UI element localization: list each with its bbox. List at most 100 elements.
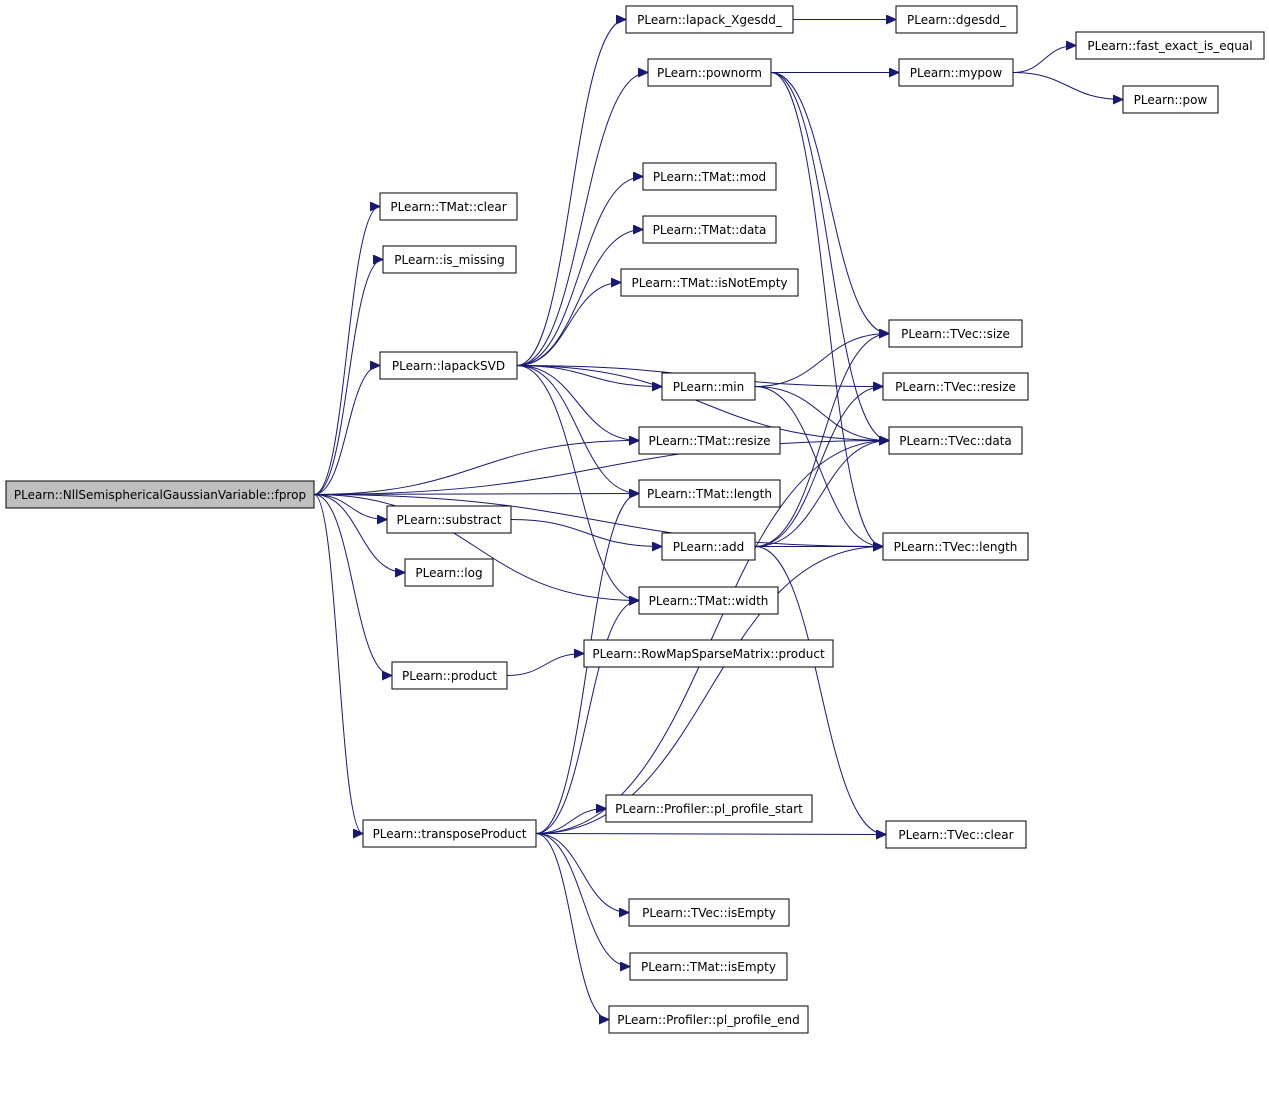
node-layer: PLearn::NllSemisphericalGaussianVariable… [5, 5, 1265, 1034]
node-pownorm[interactable]: PLearn::pownorm [647, 58, 772, 87]
node-box-is_missing [382, 245, 517, 274]
node-product[interactable]: PLearn::product [391, 661, 508, 690]
node-tmat_isEmpty[interactable]: PLearn::TMat::isEmpty [629, 952, 788, 981]
node-tvec_isEmpty[interactable]: PLearn::TVec::isEmpty [628, 898, 790, 927]
node-box-fast_exact_is_equal [1075, 31, 1265, 60]
node-label-tmat_width: PLearn::TMat::width [649, 594, 769, 608]
edge-lapackSVD-to-pownorm [516, 73, 648, 366]
edge-add-to-tvec_size [754, 334, 889, 547]
node-box-tvec_size [888, 319, 1023, 348]
node-label-fast_exact_is_equal: PLearn::fast_exact_is_equal [1087, 39, 1252, 53]
edge-transposeProduct-to-pl_profile_end [535, 833, 609, 1020]
node-label-tmat_length: PLearn::TMat::length [647, 487, 772, 501]
node-box-tmat_isEmpty [629, 952, 788, 981]
node-label-tvec_data: PLearn::TVec::data [899, 434, 1012, 448]
node-lapack_Xgesdd[interactable]: PLearn::lapack_Xgesdd_ [625, 5, 794, 34]
edge-lapackSVD-to-tmat_mod [516, 177, 643, 366]
node-box-tvec_data [888, 426, 1023, 455]
node-tvec_size[interactable]: PLearn::TVec::size [888, 319, 1023, 348]
node-box-substract [386, 505, 512, 534]
node-label-tmat_isEmpty: PLearn::TMat::isEmpty [641, 960, 776, 974]
edge-fprop-to-tvec_data [313, 441, 889, 495]
node-lapackSVD[interactable]: PLearn::lapackSVD [379, 351, 518, 380]
edge-add-to-tvec_data [754, 441, 889, 547]
edge-fprop-to-tvec_length [313, 494, 883, 547]
node-label-pl_profile_start: PLearn::Profiler::pl_profile_start [615, 802, 803, 816]
node-label-tmat_mod: PLearn::TMat::mod [653, 170, 766, 184]
edge-product-to-rowmap_product [506, 654, 584, 676]
node-box-dgesdd [895, 5, 1018, 34]
node-substract[interactable]: PLearn::substract [386, 505, 512, 534]
edge-lapackSVD-to-tmat_length [516, 365, 639, 494]
node-mypow[interactable]: PLearn::mypow [898, 58, 1014, 87]
node-label-tmat_clear: PLearn::TMat::clear [390, 200, 506, 214]
node-box-tvec_resize [882, 372, 1029, 401]
node-add[interactable]: PLearn::add [661, 532, 756, 561]
node-tvec_resize[interactable]: PLearn::TVec::resize [882, 372, 1029, 401]
edge-fprop-to-tmat_length [313, 494, 639, 495]
node-box-add [661, 532, 756, 561]
node-label-tmat_isNotEmpty: PLearn::TMat::isNotEmpty [632, 276, 788, 290]
node-tmat_resize[interactable]: PLearn::TMat::resize [638, 426, 781, 455]
node-tmat_isNotEmpty[interactable]: PLearn::TMat::isNotEmpty [620, 268, 799, 297]
node-dgesdd[interactable]: PLearn::dgesdd_ [895, 5, 1018, 34]
node-tmat_mod[interactable]: PLearn::TMat::mod [642, 162, 777, 191]
node-box-mypow [898, 58, 1014, 87]
edge-lapackSVD-to-tmat_width [516, 365, 639, 601]
edge-add-to-tvec_clear [754, 546, 886, 835]
node-tmat_width[interactable]: PLearn::TMat::width [638, 586, 779, 615]
node-box-tmat_clear [379, 192, 518, 221]
node-label-product: PLearn::product [402, 669, 497, 683]
node-is_missing[interactable]: PLearn::is_missing [382, 245, 517, 274]
node-transposeProduct[interactable]: PLearn::transposeProduct [362, 819, 537, 848]
node-log[interactable]: PLearn::log [404, 558, 494, 587]
node-box-tmat_width [638, 586, 779, 615]
node-box-tmat_mod [642, 162, 777, 191]
node-tmat_data[interactable]: PLearn::TMat::data [642, 215, 777, 244]
node-label-log: PLearn::log [415, 566, 482, 580]
edge-fprop-to-is_missing [313, 260, 383, 495]
edge-fprop-to-product [313, 494, 392, 676]
node-box-tvec_length [882, 532, 1029, 561]
node-box-pl_profile_start [605, 794, 813, 823]
node-label-rowmap_product: PLearn::RowMapSparseMatrix::product [592, 647, 825, 661]
node-label-tvec_isEmpty: PLearn::TVec::isEmpty [642, 906, 776, 920]
node-box-tvec_isEmpty [628, 898, 790, 927]
edge-transposeProduct-to-tvec_isEmpty [535, 833, 629, 913]
node-label-tvec_clear: PLearn::TVec::clear [898, 828, 1013, 842]
edge-min-to-tvec_data [754, 386, 889, 441]
node-box-log [404, 558, 494, 587]
node-rowmap_product[interactable]: PLearn::RowMapSparseMatrix::product [583, 639, 834, 668]
node-label-add: PLearn::add [673, 540, 744, 554]
node-box-pl_profile_end [608, 1005, 809, 1034]
node-tmat_length[interactable]: PLearn::TMat::length [638, 479, 781, 508]
node-label-is_missing: PLearn::is_missing [394, 253, 505, 267]
node-fprop[interactable]: PLearn::NllSemisphericalGaussianVariable… [5, 480, 315, 509]
edge-min-to-tvec_size [754, 334, 889, 387]
node-tvec_clear[interactable]: PLearn::TVec::clear [885, 820, 1027, 849]
node-pl_profile_start[interactable]: PLearn::Profiler::pl_profile_start [605, 794, 813, 823]
node-box-tvec_clear [885, 820, 1027, 849]
node-fast_exact_is_equal[interactable]: PLearn::fast_exact_is_equal [1075, 31, 1265, 60]
node-tmat_clear[interactable]: PLearn::TMat::clear [379, 192, 518, 221]
node-box-tmat_data [642, 215, 777, 244]
edge-lapackSVD-to-tmat_data [516, 230, 643, 366]
node-box-product [391, 661, 508, 690]
edge-transposeProduct-to-tvec_clear [535, 834, 886, 835]
node-box-pownorm [647, 58, 772, 87]
node-pl_profile_end[interactable]: PLearn::Profiler::pl_profile_end [608, 1005, 809, 1034]
node-label-tmat_resize: PLearn::TMat::resize [648, 434, 770, 448]
edge-fprop-to-substract [313, 494, 387, 520]
edge-transposeProduct-to-tmat_isEmpty [535, 833, 630, 967]
node-box-lapack_Xgesdd [625, 5, 794, 34]
edge-transposeProduct-to-tvec_length [535, 547, 883, 834]
node-min[interactable]: PLearn::min [661, 372, 756, 401]
node-tvec_length[interactable]: PLearn::TVec::length [882, 532, 1029, 561]
edge-lapackSVD-to-tmat_resize [516, 365, 639, 441]
node-box-fprop [5, 480, 315, 509]
node-box-tmat_isNotEmpty [620, 268, 799, 297]
edge-transposeProduct-to-tmat_width [535, 601, 639, 834]
node-pow[interactable]: PLearn::pow [1122, 85, 1219, 114]
node-tvec_data[interactable]: PLearn::TVec::data [888, 426, 1023, 455]
